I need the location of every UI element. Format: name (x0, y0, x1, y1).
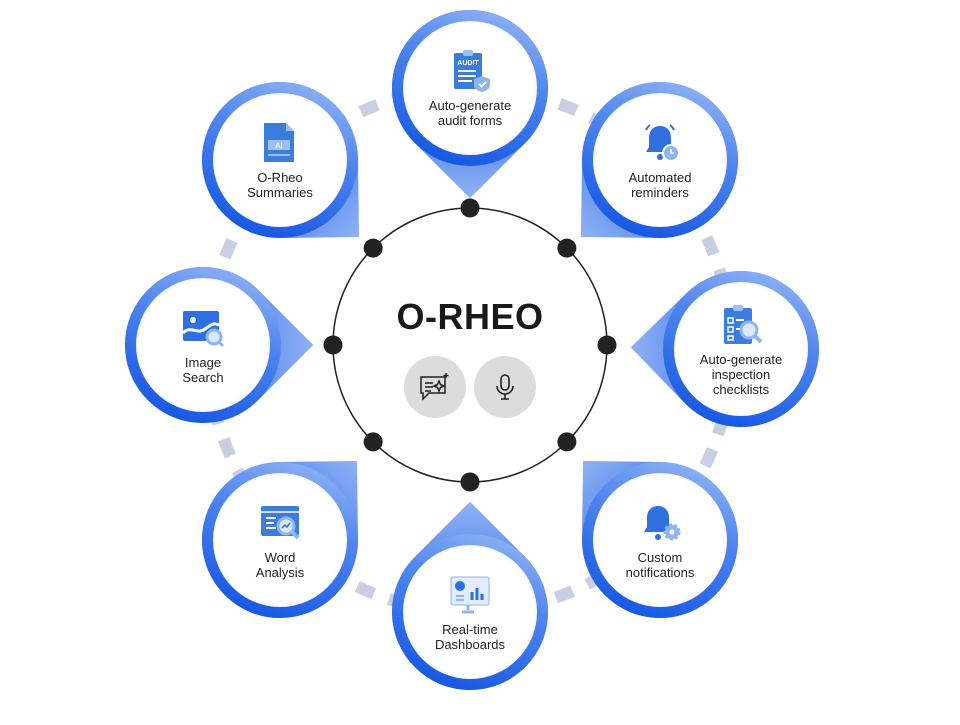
center-hub: O-RHEO (333, 208, 607, 482)
ai-chat-button[interactable] (404, 356, 466, 418)
feature-label-line: Summaries (247, 185, 313, 200)
dashboard-icon (450, 576, 490, 614)
feature-label-line: O-Rheo (257, 170, 303, 185)
feature-label-line: audit forms (437, 113, 503, 128)
svg-text:AI: AI (275, 142, 283, 151)
feature-label-line: reminders (631, 185, 689, 200)
audit-form-icon: AUDIT (454, 50, 490, 92)
feature-label-line: Real-time (442, 622, 498, 637)
bell-clock-icon (645, 124, 680, 162)
svg-text:AUDIT: AUDIT (457, 60, 479, 67)
ai-document-icon: AI (264, 123, 294, 162)
feature-label-line: Custom (637, 550, 683, 565)
feature-label-line: Auto-generate (428, 98, 512, 113)
hub-dot (557, 238, 577, 258)
microphone-button[interactable] (474, 356, 536, 418)
feature-label-line: Image (184, 355, 222, 370)
word-analysis-icon (261, 506, 300, 540)
microphone-icon (496, 374, 514, 400)
feature-label-line: inspection (711, 366, 771, 382)
ai-chat-icon (420, 373, 449, 401)
bell-gear-icon (644, 506, 681, 541)
image-search-icon (181, 311, 225, 348)
hub-dot (363, 238, 383, 258)
feature-label-line: Dashboards (434, 637, 506, 652)
feature-label-line: Search (182, 370, 224, 385)
feature-label-line: checklists (712, 381, 770, 397)
hub-title: O-RHEO (396, 296, 544, 337)
hub-dot (460, 472, 480, 492)
hub-dot (460, 198, 480, 218)
feature-label-line: notifications (625, 565, 695, 580)
hub-dot (557, 432, 577, 452)
hub-dot (597, 335, 617, 355)
feature-label-line: Automated (628, 170, 692, 185)
feature-label-line: Word (264, 550, 296, 565)
hub-dot (323, 335, 343, 355)
hub-dot (363, 432, 383, 452)
feature-label-line: Auto-generate (699, 351, 783, 367)
feature-label-line: Analysis (255, 565, 305, 580)
checklist-search-icon (724, 304, 763, 344)
